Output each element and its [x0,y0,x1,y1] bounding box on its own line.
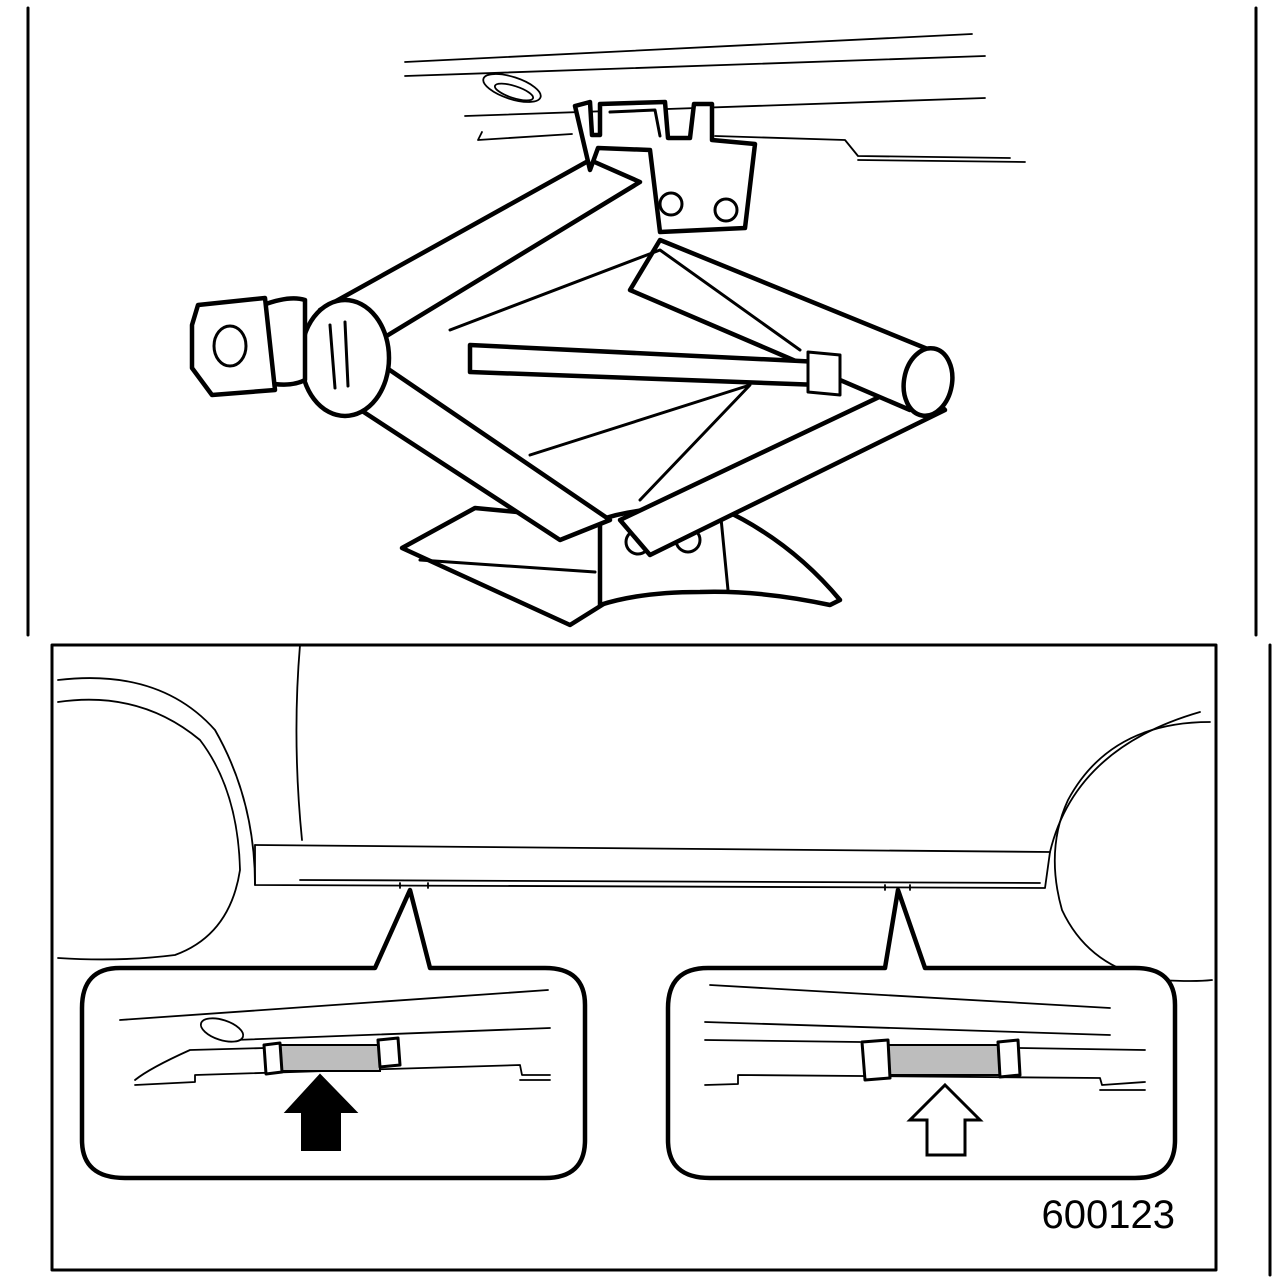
left-jack-point-highlight [277,1044,381,1072]
right-jack-point-highlight [887,1044,1001,1076]
bottom-panel-frame [50,643,1218,1272]
figure-code: 600123 [1042,1193,1175,1237]
right-jack-point-callout [665,887,1178,1181]
left-jack-point-callout [79,887,588,1181]
vehicle-side-outline [57,644,1213,982]
scissor-jack-illustration [189,99,955,628]
top-panel [26,6,1258,637]
up-arrow-icon [283,1073,359,1151]
up-arrow-icon [906,1082,984,1157]
car-underside [404,33,1026,163]
bottom-panel: 600123 [50,643,1272,1277]
